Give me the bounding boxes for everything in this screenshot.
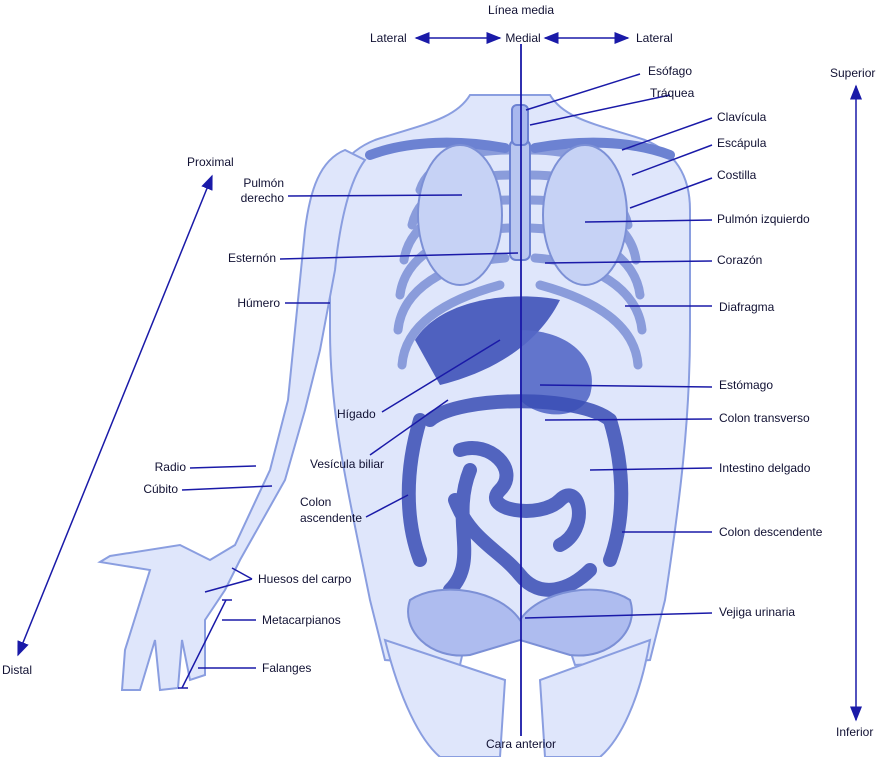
label-colon-ascendente-1: Colon	[300, 495, 331, 510]
label-esternon: Esternón	[190, 251, 276, 266]
proximal-label: Proximal	[187, 155, 234, 170]
label-diafragma: Diafragma	[719, 300, 774, 315]
label-huesos-carpo: Huesos del carpo	[258, 572, 351, 587]
lateral-right-label: Lateral	[636, 31, 673, 46]
label-esofago: Esófago	[648, 64, 692, 79]
midline-label: Línea media	[471, 3, 571, 18]
label-estomago: Estómago	[719, 378, 773, 393]
label-vesicula-biliar: Vesícula biliar	[310, 457, 384, 472]
label-colon-ascendente-2: ascendente	[300, 511, 362, 526]
medial-label: Medial	[498, 31, 548, 46]
inferior-label: Inferior	[836, 725, 873, 740]
label-intestino-delgado: Intestino delgado	[719, 461, 810, 476]
label-pulmon-derecho-1: Pulmón	[200, 176, 284, 191]
label-falanges: Falanges	[262, 661, 311, 676]
anterior-label: Cara anterior	[466, 737, 576, 752]
distal-label: Distal	[2, 663, 32, 678]
lateral-left-label: Lateral	[370, 31, 407, 46]
label-clavicula: Clavícula	[717, 110, 766, 125]
label-radio: Radio	[120, 460, 186, 475]
label-corazon: Corazón	[717, 253, 762, 268]
label-higado: Hígado	[337, 407, 376, 422]
superior-label: Superior	[830, 66, 875, 81]
label-colon-descendente: Colon descendente	[719, 525, 822, 540]
label-costilla: Costilla	[717, 168, 756, 183]
trachea-shape	[512, 105, 528, 145]
label-cubito: Cúbito	[110, 482, 178, 497]
label-vejiga-urinaria: Vejiga urinaria	[719, 605, 795, 620]
label-colon-transverso: Colon transverso	[719, 411, 810, 426]
left-lung-shape	[543, 145, 627, 285]
label-humero: Húmero	[200, 296, 280, 311]
sternum-shape	[510, 140, 530, 260]
label-pulmon-izquierdo: Pulmón izquierdo	[717, 212, 810, 227]
right-lung-shape	[418, 145, 502, 285]
label-traquea: Tráquea	[650, 86, 694, 101]
label-pulmon-derecho-2: derecho	[200, 191, 284, 206]
label-escapula: Escápula	[717, 136, 766, 151]
label-metacarpianos: Metacarpianos	[262, 613, 341, 628]
